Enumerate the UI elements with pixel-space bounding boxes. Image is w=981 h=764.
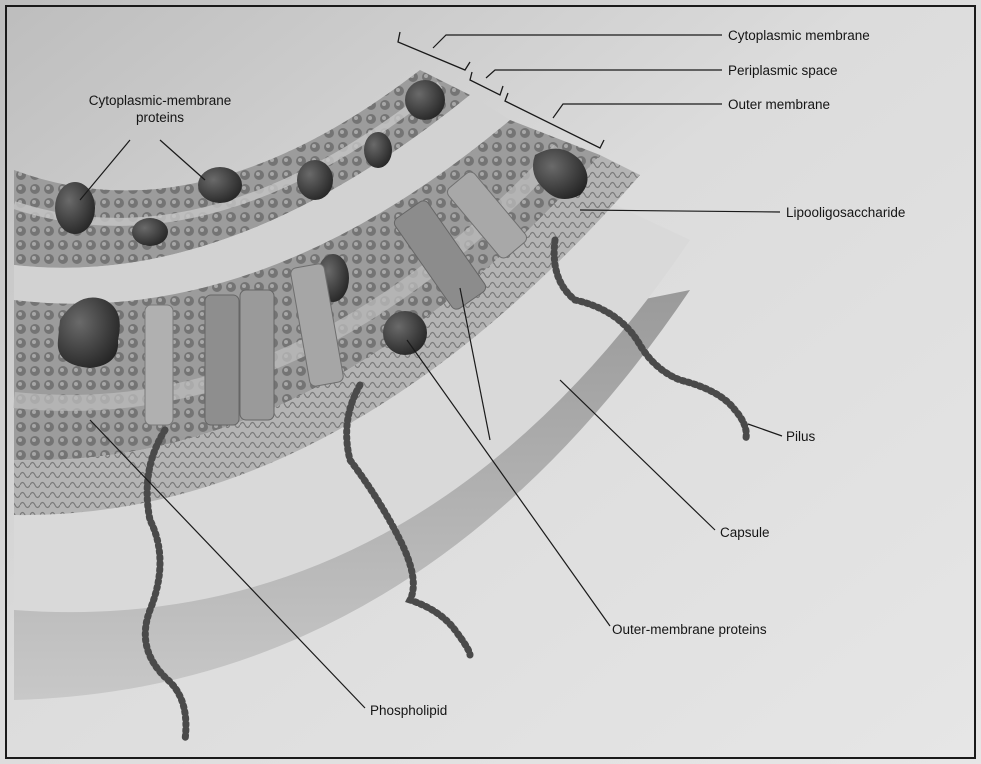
label-outer-membrane-proteins: Outer-membrane proteins (612, 622, 767, 637)
cytoplasmic-membrane-protein (297, 160, 333, 200)
transmembrane-protein (240, 290, 274, 420)
label-pilus: Pilus (786, 429, 815, 444)
label-cytoplasmic-membrane-proteins-line1: Cytoplasmic-membrane (89, 93, 232, 108)
label-periplasmic-space: Periplasmic space (728, 63, 838, 78)
cytoplasmic-membrane-protein (364, 132, 392, 168)
label-phospholipid: Phospholipid (370, 703, 447, 718)
transmembrane-protein (205, 295, 239, 425)
transmembrane-protein (145, 305, 173, 425)
label-lipooligosaccharide: Lipooligosaccharide (786, 205, 905, 220)
label-cytoplasmic-membrane: Cytoplasmic membrane (728, 28, 870, 43)
outer-membrane-protein (383, 311, 427, 355)
label-outer-membrane: Outer membrane (728, 97, 830, 112)
cytoplasmic-membrane-protein (132, 218, 168, 246)
label-cytoplasmic-membrane-proteins-line2: proteins (136, 110, 184, 125)
label-capsule: Capsule (720, 525, 770, 540)
cytoplasmic-membrane-protein (405, 80, 445, 120)
cytoplasmic-membrane-protein (198, 167, 242, 203)
